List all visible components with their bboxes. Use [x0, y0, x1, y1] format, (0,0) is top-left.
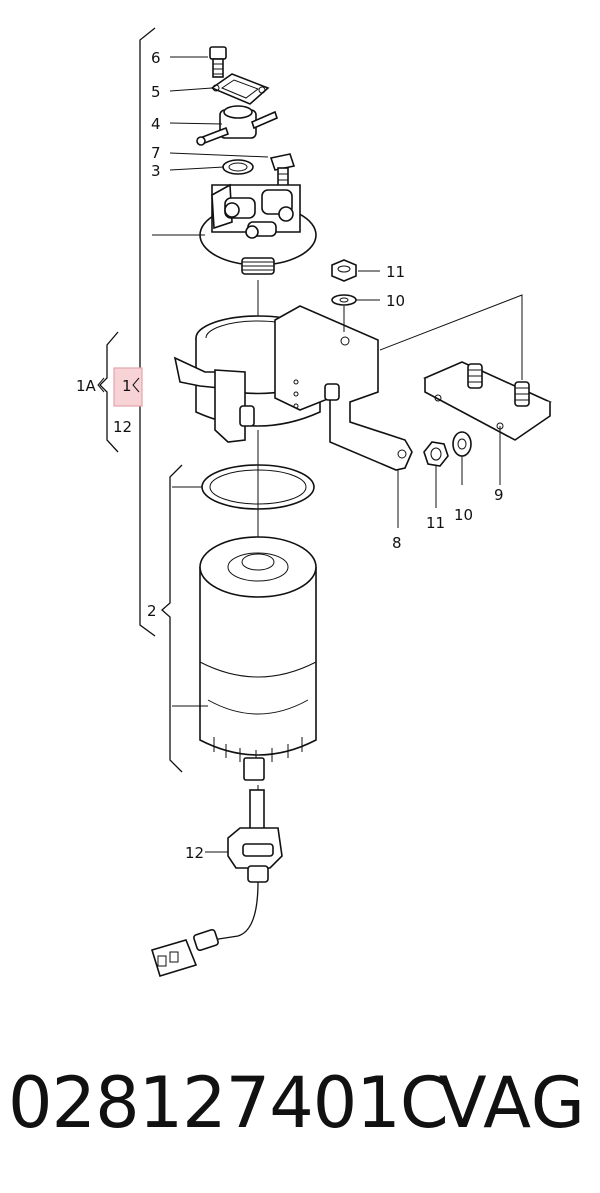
brand: VAG	[438, 1062, 586, 1144]
callout-5: 5	[151, 83, 161, 101]
leader-lines-right	[379, 294, 523, 528]
arrow-1	[132, 377, 140, 393]
part-3-seal-ring	[222, 159, 254, 175]
part-6-bolt	[209, 46, 227, 78]
part-5-gasket	[210, 73, 270, 105]
part-8-mounting-bracket	[274, 305, 413, 471]
part-11-nut-bottom	[423, 441, 449, 467]
callout-7: 7	[151, 144, 161, 162]
highlight-box[interactable]	[113, 367, 143, 407]
leader-lines-2	[172, 486, 208, 707]
footer: 028127401C VAG	[0, 1050, 600, 1160]
bracket-2	[161, 464, 183, 773]
callout-2: 2	[147, 602, 157, 620]
callout-8: 8	[392, 534, 402, 552]
part-11-nut-top	[331, 259, 357, 282]
part-number: 028127401C	[8, 1062, 449, 1144]
callout-4: 4	[151, 115, 161, 133]
filter-head	[199, 183, 317, 275]
callout-1a: 1A	[76, 377, 97, 395]
callout-12-bottom: 12	[185, 844, 204, 862]
exploded-parts-diagram: 6 5 4 7 3 11 10 1A 1 12 8 11 10 9 2 12	[76, 27, 552, 977]
part-12-water-sensor	[150, 785, 283, 977]
leader-lines-11-10-top	[356, 270, 380, 301]
callout-1[interactable]: 1	[122, 377, 132, 395]
bracket-1a	[99, 331, 119, 453]
part-10-washer-bottom	[452, 431, 472, 457]
part-10-washer-top	[331, 294, 357, 306]
callout-9: 9	[494, 486, 504, 504]
part-4-valve	[196, 105, 278, 146]
fuel-filter-cartridge	[199, 536, 317, 781]
callout-6: 6	[151, 49, 161, 67]
callout-3: 3	[151, 162, 161, 180]
callout-10-top: 10	[386, 292, 405, 310]
callout-11-bottom: 11	[426, 514, 445, 532]
callout-11-top: 11	[386, 263, 405, 281]
leader-lines-left	[152, 56, 269, 853]
assembly-bracket-1	[139, 27, 156, 637]
callout-10-bottom: 10	[454, 506, 473, 524]
part-9-stud-plate	[423, 361, 552, 441]
callout-12-top: 12	[113, 418, 132, 436]
arrow-1a	[97, 377, 105, 393]
part-7-bolt	[269, 153, 296, 187]
